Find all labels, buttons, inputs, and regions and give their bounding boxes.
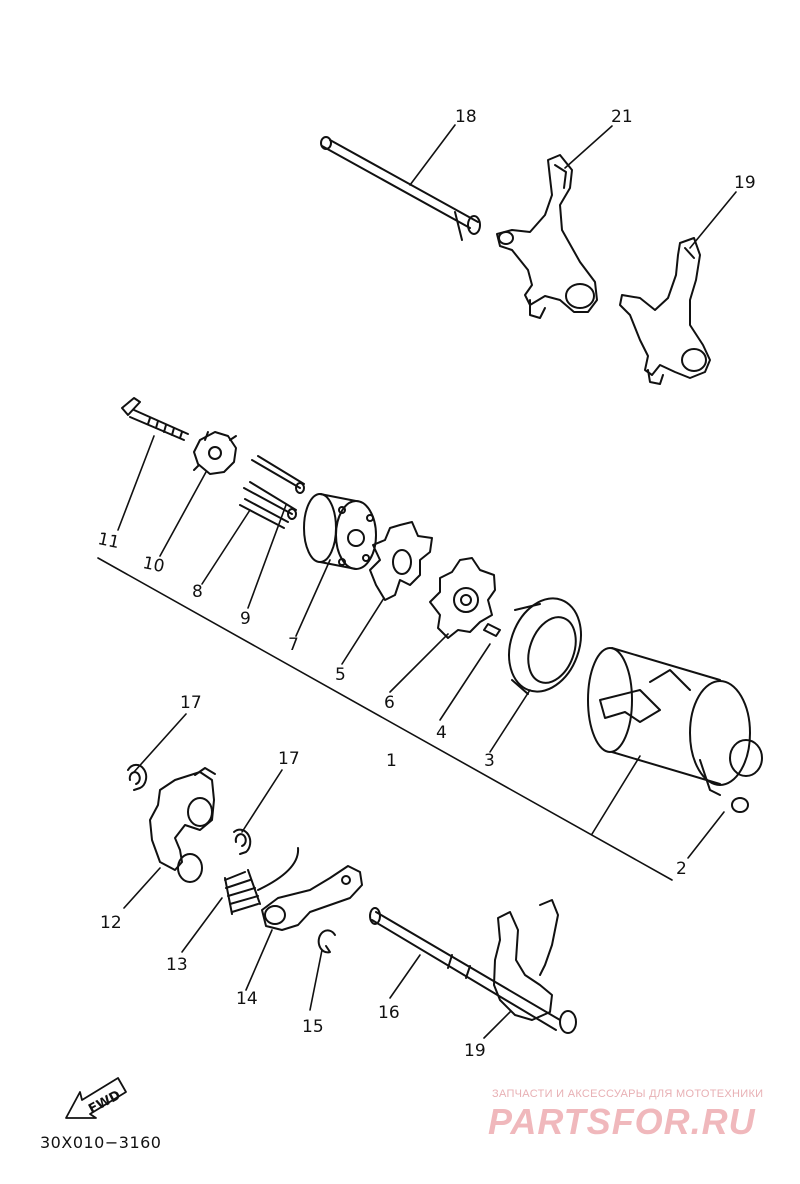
label-part-13: 13 — [166, 955, 188, 975]
pins-8-9 — [239, 455, 305, 529]
shift-drum — [587, 647, 763, 796]
stopper-lever-14 — [261, 865, 363, 931]
watermark-logo: PARTSFOR.RU — [488, 1101, 756, 1142]
shift-fork-20 — [493, 899, 559, 1021]
label-part-11: 11 — [96, 529, 121, 553]
label-part-10: 10 — [141, 553, 166, 577]
shift-lever-12 — [149, 767, 216, 883]
plug-2 — [731, 797, 749, 813]
assembly-bracket — [97, 557, 673, 881]
label-part-1: 1 — [386, 751, 397, 771]
label-part-2: 2 — [676, 859, 687, 879]
fwd-arrow-icon: FWD — [65, 1077, 127, 1119]
label-part-21: 21 — [611, 107, 633, 127]
label-part-15: 15 — [302, 1017, 324, 1037]
label-part-12: 12 — [100, 913, 122, 933]
shift-shaft-16 — [369, 907, 577, 1034]
label-part-9: 9 — [240, 609, 251, 629]
shift-fork-21 — [496, 154, 598, 319]
label-part-5: 5 — [335, 665, 346, 685]
circlip-17-a — [127, 763, 148, 791]
watermark-tagline: ЗАПЧАСТИ И АКСЕССУАРЫ ДЛЯ МОТОТЕХНИКИ — [492, 1088, 764, 1100]
label-part-17-upper: 17 — [180, 693, 202, 713]
label-part-7: 7 — [288, 635, 299, 655]
segment-6 — [429, 557, 496, 639]
label-part-4: 4 — [436, 723, 447, 743]
label-part-8: 8 — [192, 582, 203, 602]
spring-13 — [224, 847, 300, 915]
shift-fork-19 — [619, 237, 711, 385]
label-part-18: 18 — [455, 107, 477, 127]
fwd-label: FWD — [86, 1088, 123, 1117]
shift-cam-7 — [303, 493, 377, 570]
circlip-15 — [317, 929, 336, 954]
label-part-19: 19 — [734, 173, 756, 193]
label-part-17-lower: 17 — [278, 749, 300, 769]
part-labels: 18 21 19 11 10 8 9 7 5 6 4 1 3 2 17 17 1… — [96, 107, 756, 1061]
label-part-6: 6 — [384, 693, 395, 713]
circlip-17-b — [233, 828, 252, 855]
label-part-20: 19 — [464, 1041, 486, 1061]
segment-10 — [193, 431, 237, 475]
diagram-code: 30X010−3160 — [40, 1133, 162, 1152]
screw-11 — [121, 397, 189, 441]
shift-fork-guide-bar — [320, 136, 481, 241]
bearing-3 — [508, 597, 582, 695]
leader-lines — [117, 124, 737, 1039]
label-part-16: 16 — [378, 1003, 400, 1023]
label-part-14: 14 — [236, 989, 258, 1009]
star-plate-5 — [369, 521, 433, 601]
dowel-pin-4 — [483, 623, 501, 637]
label-part-3: 3 — [484, 751, 495, 771]
